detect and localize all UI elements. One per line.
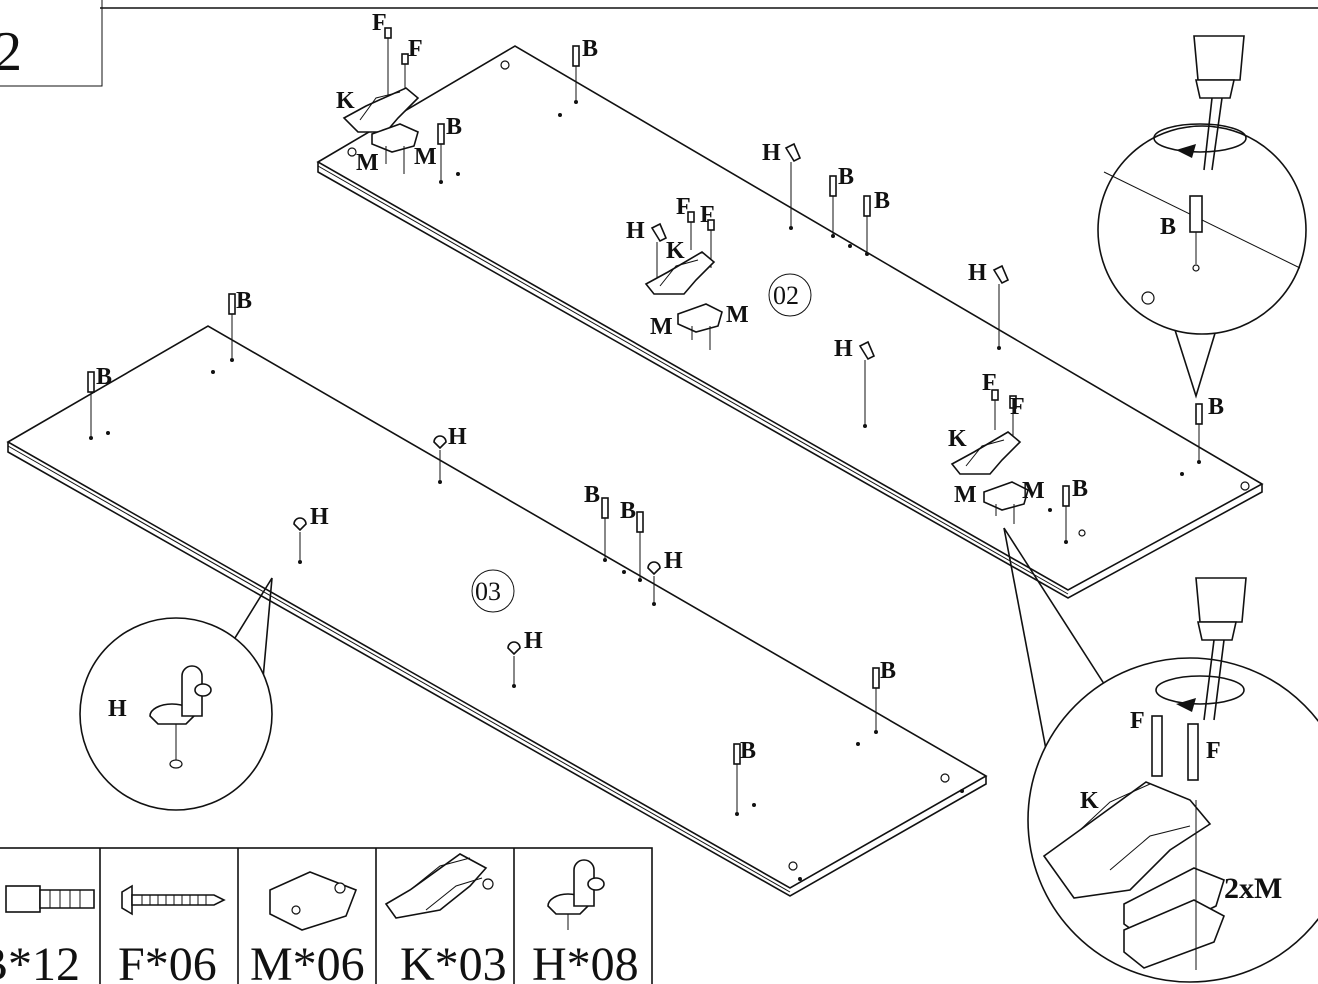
panel-label-02: 02 [773,281,799,310]
svg-text:B: B [96,364,112,390]
svg-text:H: H [664,548,683,574]
svg-text:B: B [880,658,896,684]
shelf-pin-H: H [626,218,668,290]
svg-text:M: M [726,302,749,328]
legend-cell-F: F*06 [118,884,226,984]
rotate-arrow-icon [1153,123,1247,158]
legend-cell-M: M*06 [250,871,365,984]
legend-cell-H: H*08 [532,859,639,984]
hinge-detail-label-k: K [1080,788,1099,814]
shelf-pin-detail-label: H [108,696,127,722]
svg-text:K: K [948,426,967,452]
cam-dowel-B: B [620,498,644,582]
svg-text:K: K [336,88,355,114]
svg-text:H: H [524,628,543,654]
svg-text:H: H [834,336,853,362]
svg-text:B: B [874,188,890,214]
svg-text:B: B [740,738,756,764]
hinge-detail-callout: F F K 2xM [1003,527,1318,983]
cam-dowel-B: B [1195,394,1224,464]
svg-text:F: F [372,10,387,36]
screwdriver-icon [1195,577,1247,721]
shelf-pin-icon [547,859,605,930]
svg-text:F: F [982,370,997,396]
shelf-pin-H: H [834,336,876,428]
legend-label-M: M*06 [250,938,365,984]
svg-text:H: H [762,140,781,166]
legend-cell-B: B*12 [0,885,95,984]
svg-text:M: M [1022,478,1045,504]
hinge-group: F F K M M [336,10,437,176]
cam-dowel-B: B [872,658,896,734]
step-number: 2 [0,21,22,83]
shelf-pin-H: H [293,504,329,564]
parts-legend: B*12 F*06 M*06 K*03 [0,847,653,984]
cam-dowel-B: B [733,738,756,816]
screwdriver-icon [1193,35,1245,171]
cam-detail-callout: B [1097,35,1307,399]
svg-text:B: B [582,36,598,62]
shelf-pin-H: H [968,260,1010,350]
shelf-pin-H: H [507,628,543,688]
svg-text:F: F [408,36,423,62]
svg-text:F: F [1010,394,1025,420]
svg-text:B: B [1208,394,1224,420]
svg-text:B: B [620,498,636,524]
panel-label-03: 03 [475,577,501,606]
step-header: 2 [0,0,1318,87]
svg-text:M: M [414,144,437,170]
svg-text:H: H [626,218,645,244]
screw-icon [121,884,226,916]
shelf-pin-H: H [647,548,683,606]
cam-dowel-B: B [437,114,462,184]
svg-text:M: M [954,482,977,508]
panel-02: 02 [316,45,1264,599]
svg-text:M: M [356,150,379,176]
svg-text:M: M [650,314,673,340]
legend-label-B: B*12 [0,938,80,984]
panel-03: 03 [6,325,988,897]
svg-text:H: H [968,260,987,286]
svg-text:H: H [310,504,329,530]
svg-text:K: K [666,238,685,264]
svg-text:F: F [700,202,715,228]
svg-text:B: B [446,114,462,140]
cam-dowel-B: B [228,288,252,362]
hinge-detail-label-f2: F [1206,738,1221,764]
rotate-arrow-icon [1155,675,1245,712]
svg-text:B: B [236,288,252,314]
cam-dowel-B: B [863,188,890,256]
svg-text:F: F [676,194,691,220]
hinge-group: F F K M M [948,370,1045,524]
hinge-detail-label-f1: F [1130,708,1145,734]
svg-text:H: H [448,424,467,450]
hinge-detail-note: 2xM [1224,872,1282,905]
cam-dowel-B: B [1062,476,1088,544]
legend-cell-K: K*03 [384,853,507,984]
cam-dowel-B: B [584,482,609,562]
svg-text:B: B [1072,476,1088,502]
shelf-pin-H: H [433,424,467,484]
cam-dowel-B: B [572,36,598,104]
hinge-icon [384,853,494,919]
cam-dowel-icon [5,885,95,913]
hinge-group: F F K M M [644,194,749,350]
cam-dowel-B: B [829,164,854,238]
legend-label-K: K*03 [400,938,507,984]
mounting-plate-icon [269,871,358,931]
shelf-pin-H: H [762,140,802,230]
svg-text:B: B [584,482,600,508]
cam-detail-label: B [1160,214,1176,240]
shelf-pin-detail-callout: H [79,577,273,811]
legend-label-H: H*08 [532,938,639,984]
cam-dowel-B: B [87,364,112,440]
legend-label-F: F*06 [118,938,217,984]
shelf-pin-icon [149,665,212,769]
svg-text:B: B [838,164,854,190]
